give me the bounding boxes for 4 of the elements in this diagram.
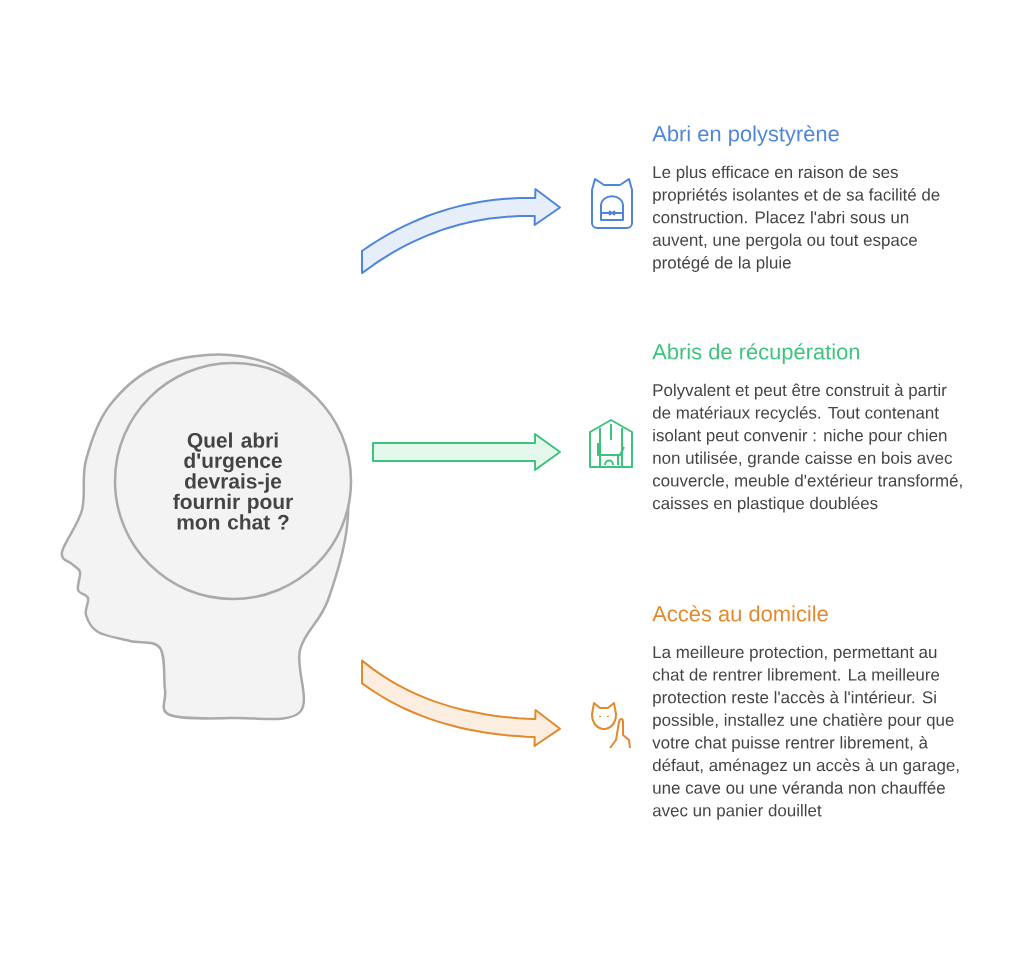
option-text: Abri en polystyrène Le plus efficace en raison de ses propriétés isolantes et de sa facilité de construction. Placez l'abri sous un auvent, une pergola ou tout espace protégé de la pluie [652, 125, 940, 272]
option-text: Accès au domicile La meilleure protection, permettant au chat de rentrer librement. La meilleure protection reste l'accès à l'intérieur. Si possible, installez une chatière pour que votre chat puisse rentrer librement, à défaut, aménagez un accès à un garage, une cave ou une véranda non chauffée avec un panier douillet [652, 605, 959, 820]
option-text: Abris de récupération Polyvalent et peut être construit à partir de matériaux recyclés. Tout contenant isolant peut convenir : niche pour chien non utilisée, grande caisse en bois avec couvercle, meuble d'extérieur transformé, caisses en plastique doublées [652, 343, 962, 513]
arrow [372, 433, 561, 471]
